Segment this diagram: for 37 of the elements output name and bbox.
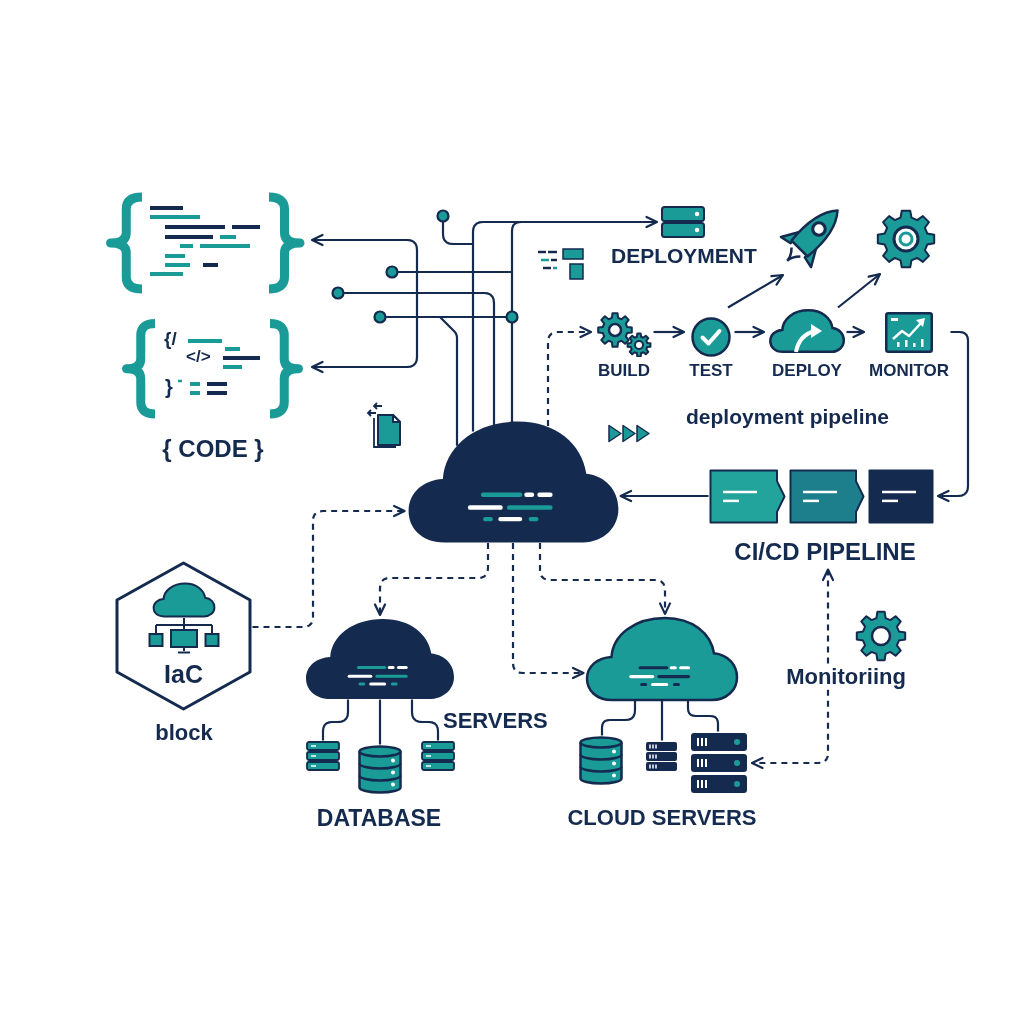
code-symbol: </> [186,347,211,367]
node-label: block [155,720,213,746]
node-label: IaC [164,660,203,689]
connector-line [660,700,664,741]
dashed-arrow [373,542,490,616]
connector-line [600,700,637,736]
arrow [727,273,785,309]
connector-line [378,699,382,745]
arrow [734,325,766,339]
dashed-arrow [821,568,835,664]
arrow [653,325,686,339]
arrow [936,330,970,503]
step-label: BUILD [598,361,650,381]
arrow [837,272,882,309]
node-label: Monitoriing [786,664,906,690]
section-label: CI/CD PIPELINE [734,538,916,566]
group-label: CLOUD SERVERS [567,805,757,831]
section-label: deployment pipeline [686,405,890,430]
node-label: DATABASE [316,805,442,832]
code-symbol: {/ [164,328,177,350]
step-label: MONITOR [869,361,949,381]
step-label: TEST [689,361,733,381]
dashed-arrow [511,542,585,680]
connector-line [410,699,440,741]
node-label: SERVERS [443,708,548,734]
dashed-arrow [538,542,672,615]
arrow [619,489,709,503]
node-label: { CODE } [162,435,264,463]
connector-line [686,700,720,732]
dashed-arrow [750,689,830,770]
code-symbol: } [165,376,173,399]
arrow [846,325,866,339]
step-label: DEPLOY [772,361,842,381]
node-label: DEPLOYMENT [611,244,757,269]
dashed-arrow [546,325,593,426]
dashed-arrow [252,504,406,629]
connector-line [321,699,350,741]
